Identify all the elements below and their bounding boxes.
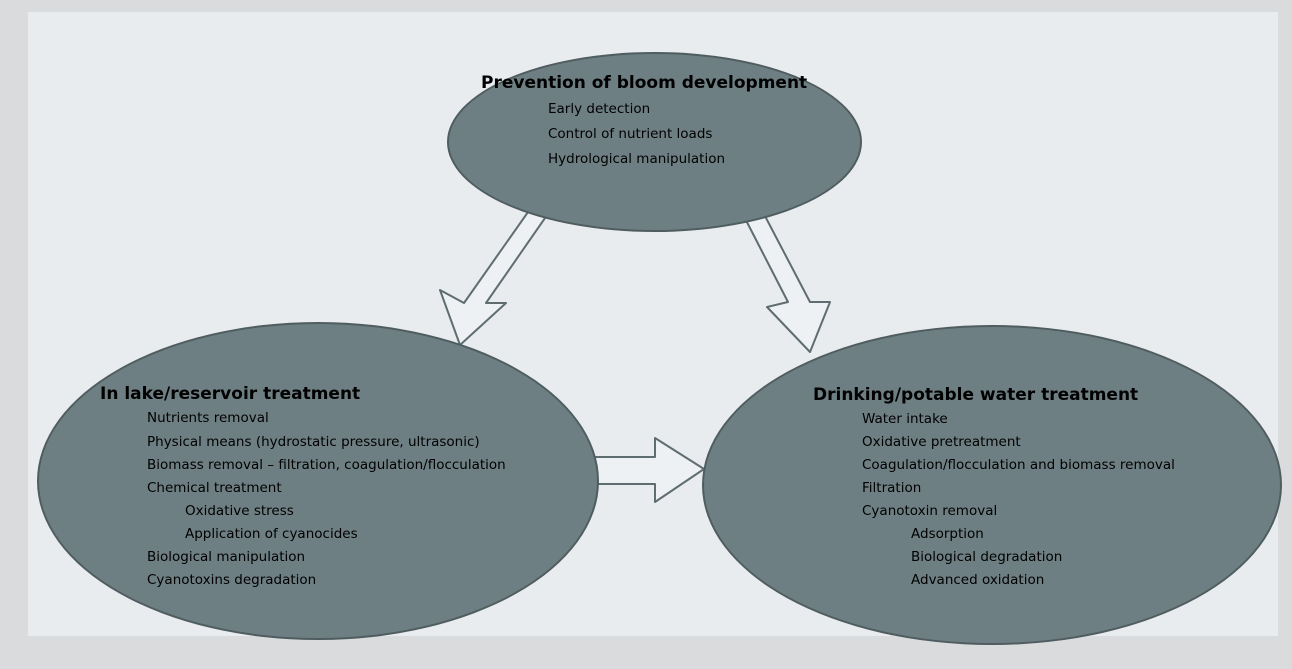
in-lake-treatment-ellipse	[37, 322, 599, 640]
drinking-water-subitem: Adsorption	[911, 526, 984, 542]
prevention-title: Prevention of bloom development	[481, 73, 808, 93]
in-lake-subitem: Application of cyanocides	[185, 526, 358, 542]
drinking-water-subitem: Biological degradation	[911, 549, 1063, 565]
drinking-water-item: Filtration	[862, 480, 922, 496]
in-lake-item: Cyanotoxins degradation	[147, 572, 317, 588]
prevention-item: Hydrological manipulation	[548, 151, 726, 167]
drinking-water-item: Coagulation/flocculation and biomass rem…	[862, 457, 1175, 473]
drinking-water-title: Drinking/potable water treatment	[813, 385, 1139, 405]
drinking-water-item: Water intake	[862, 411, 948, 427]
in-lake-item: Physical means (hydrostatic pressure, ul…	[147, 434, 480, 450]
prevention-item: Control of nutrient loads	[548, 126, 713, 142]
in-lake-item: Biomass removal – filtration, coagulatio…	[147, 457, 506, 473]
drinking-water-item: Cyanotoxin removal	[862, 503, 998, 519]
in-lake-item: Biological manipulation	[147, 549, 306, 565]
drinking-water-subitem: Advanced oxidation	[911, 572, 1045, 588]
prevention-item: Early detection	[548, 101, 651, 117]
in-lake-item: Nutrients removal	[147, 410, 269, 426]
in-lake-title: In lake/reservoir treatment	[100, 384, 361, 404]
arrow-left-to-right-icon	[587, 437, 705, 503]
drinking-water-item: Oxidative pretreatment	[862, 434, 1021, 450]
prevention-ellipse	[447, 52, 862, 232]
drinking-water-treatment-ellipse	[702, 325, 1282, 645]
in-lake-subitem: Oxidative stress	[185, 503, 294, 519]
in-lake-item: Chemical treatment	[147, 480, 282, 496]
